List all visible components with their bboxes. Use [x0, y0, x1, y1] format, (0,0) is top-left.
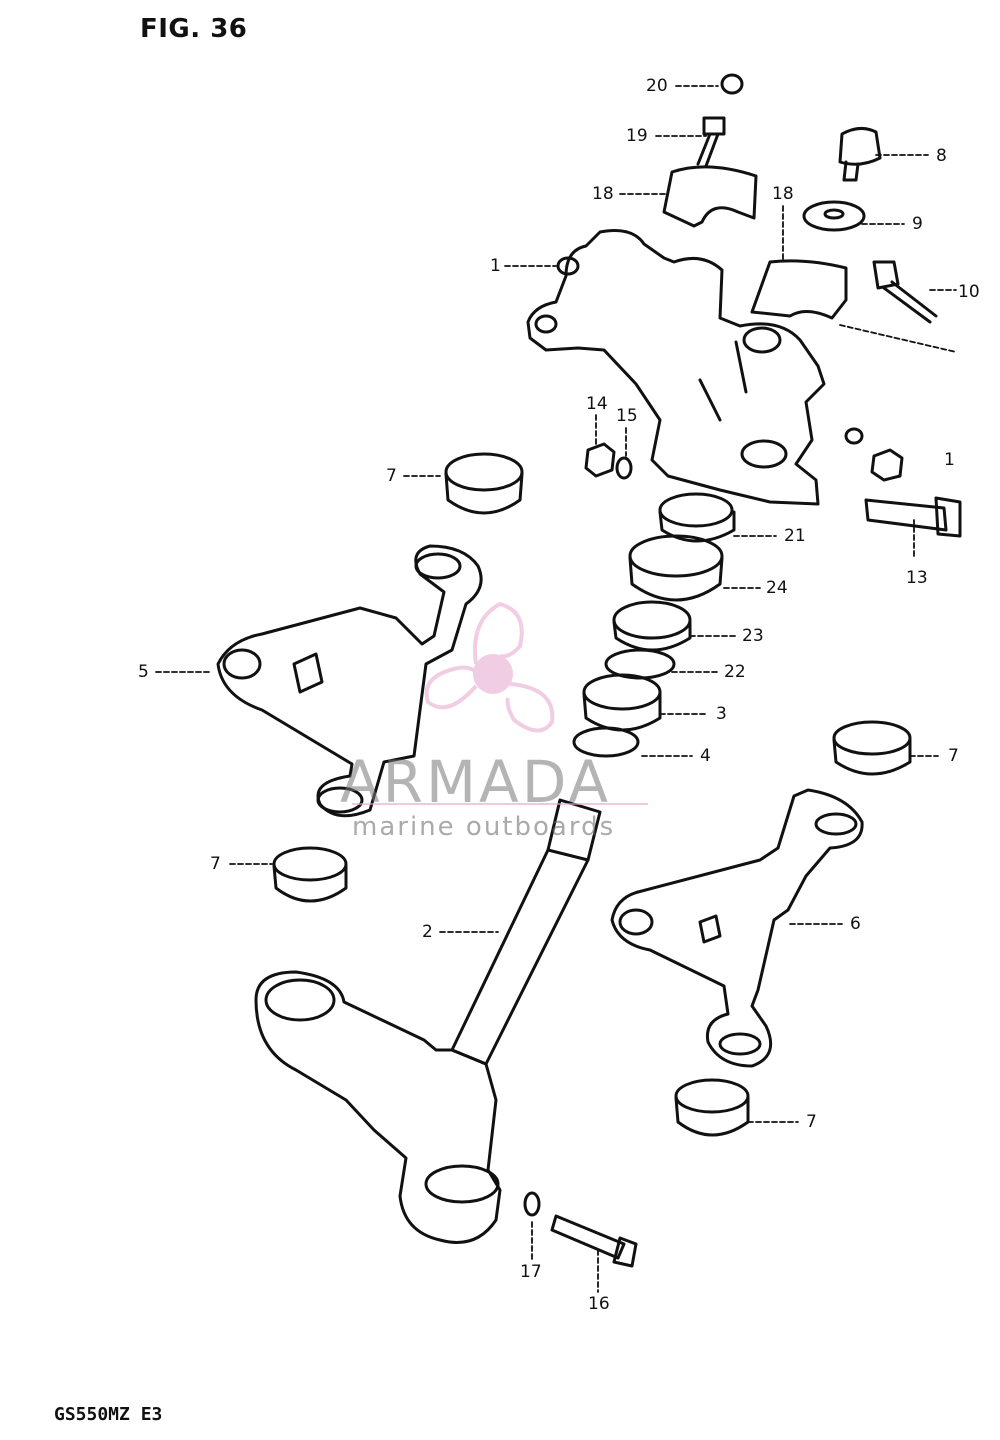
callout-17: 17 — [520, 1262, 542, 1282]
callout-8: 8 — [936, 146, 947, 166]
callout-1-lower: 1 — [944, 450, 955, 470]
callout-15: 15 — [616, 406, 638, 426]
callout-24: 24 — [766, 578, 788, 598]
leader-lines — [155, 85, 957, 1293]
figure-title: FIG. 36 — [140, 14, 248, 44]
callout-23: 23 — [742, 626, 764, 646]
callout-2: 2 — [422, 922, 433, 942]
watermark-brand: ARMADA — [340, 748, 612, 816]
callout-16: 16 — [588, 1294, 610, 1314]
callout-1-upper: 1 — [490, 256, 501, 276]
callout-19: 19 — [626, 126, 648, 146]
callout-18-right: 18 — [772, 184, 794, 204]
callout-9: 9 — [912, 214, 923, 234]
callout-22: 22 — [724, 662, 746, 682]
watermark-logo — [424, 601, 555, 733]
callout-14: 14 — [586, 394, 608, 414]
callout-7-top: 7 — [386, 466, 397, 486]
callout-7-left: 7 — [210, 854, 221, 874]
callout-7-bottom: 7 — [806, 1112, 817, 1132]
watermark-tagline: marine outboards — [352, 812, 616, 842]
callout-5: 5 — [138, 662, 149, 682]
callout-4: 4 — [700, 746, 711, 766]
callout-18-left: 18 — [592, 184, 614, 204]
model-code: GS550MZ E3 — [54, 1404, 163, 1425]
callout-21: 21 — [784, 526, 806, 546]
callout-7-right: 7 — [948, 746, 959, 766]
callout-13: 13 — [906, 568, 928, 588]
callout-20: 20 — [646, 76, 668, 96]
callout-6: 6 — [850, 914, 861, 934]
callout-3: 3 — [716, 704, 727, 724]
callout-10: 10 — [958, 282, 980, 302]
